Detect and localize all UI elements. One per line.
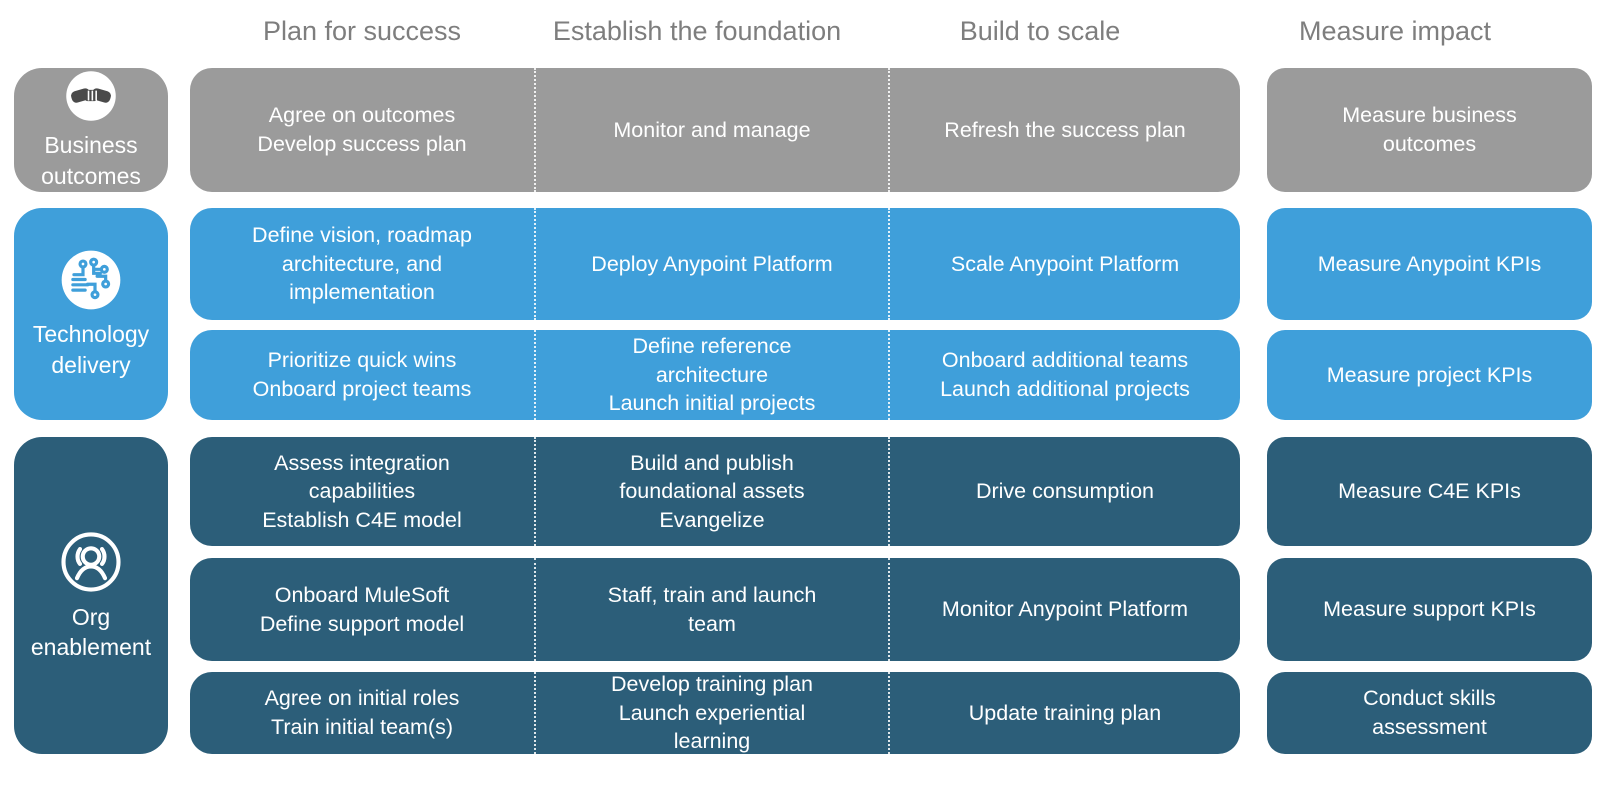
cell-measure-projects: Measure project KPIs xyxy=(1267,330,1592,420)
cell-measure-training: Conduct skills assessment xyxy=(1267,672,1592,754)
cell-build-c4e: Drive consumption xyxy=(888,437,1240,546)
cell-build-support: Monitor Anypoint Platform xyxy=(888,558,1240,661)
cell-plan-projects: Prioritize quick wins Onboard project te… xyxy=(252,348,472,401)
cell-measure-c4e: Measure C4E KPIs xyxy=(1267,437,1592,546)
sidebar-label-technology-delivery: Technology delivery xyxy=(32,321,150,378)
circuit-icon xyxy=(59,248,123,312)
sidebar-label-business-outcomes: Business outcomes xyxy=(41,132,141,189)
cell-measure-support: Measure support KPIs xyxy=(1267,558,1592,661)
phase-header-establish: Establish the foundation xyxy=(552,16,842,46)
cell-establish-platform: Deploy Anypoint Platform xyxy=(534,208,888,320)
cell-establish-projects: Define reference architecture Launch ini… xyxy=(534,330,888,420)
cell-measure-platform: Measure Anypoint KPIs xyxy=(1267,208,1592,320)
cell-build-projects: Onboard additional teams Launch addition… xyxy=(888,330,1240,420)
cell-build-training: Update training plan xyxy=(888,672,1240,754)
cell-establish-support: Staff, train and launch team xyxy=(534,558,888,661)
sidebar-label-org-enablement: Org enablement xyxy=(30,603,152,660)
cell-measure-business: Measure business outcomes xyxy=(1267,68,1592,192)
cell-establish-business: Monitor and manage xyxy=(534,68,888,192)
row-technology-projects: Prioritize quick wins Onboard project te… xyxy=(190,330,1240,420)
row-business-outcomes: Agree on outcomes Develop success plan M… xyxy=(190,68,1240,192)
phase-header-plan: Plan for success xyxy=(262,16,462,46)
cell-plan-c4e: Assess integration capabilities Establis… xyxy=(262,450,462,532)
cell-plan-business: Agree on outcomes Develop success plan xyxy=(257,103,467,156)
phase-header-build: Build to scale xyxy=(959,16,1121,46)
phase-header-measure: Measure impact xyxy=(1298,16,1492,46)
sidebar-org-enablement: Org enablement xyxy=(14,437,168,754)
cell-plan-support: Onboard MuleSoft Define support model xyxy=(259,582,465,636)
cell-build-platform: Scale Anypoint Platform xyxy=(888,208,1240,320)
cell-establish-training: Develop training plan Launch experientia… xyxy=(534,672,888,754)
person-icon xyxy=(58,529,124,595)
handshake-icon xyxy=(64,69,118,123)
cell-plan-platform: Define vision, roadmap architecture, and… xyxy=(252,223,472,305)
cell-plan-training: Agree on initial roles Train initial tea… xyxy=(264,686,460,739)
sidebar-technology-delivery: Technology delivery xyxy=(14,208,168,420)
cell-establish-c4e: Build and publish foundational assets Ev… xyxy=(534,437,888,546)
cell-build-business: Refresh the success plan xyxy=(888,68,1240,192)
row-technology-platform: Define vision, roadmap architecture, and… xyxy=(190,208,1240,320)
row-org-support: Onboard MuleSoft Define support model St… xyxy=(190,558,1240,661)
row-org-c4e: Assess integration capabilities Establis… xyxy=(190,437,1240,546)
sidebar-business-outcomes: Business outcomes xyxy=(14,68,168,192)
row-org-training: Agree on initial roles Train initial tea… xyxy=(190,672,1240,754)
